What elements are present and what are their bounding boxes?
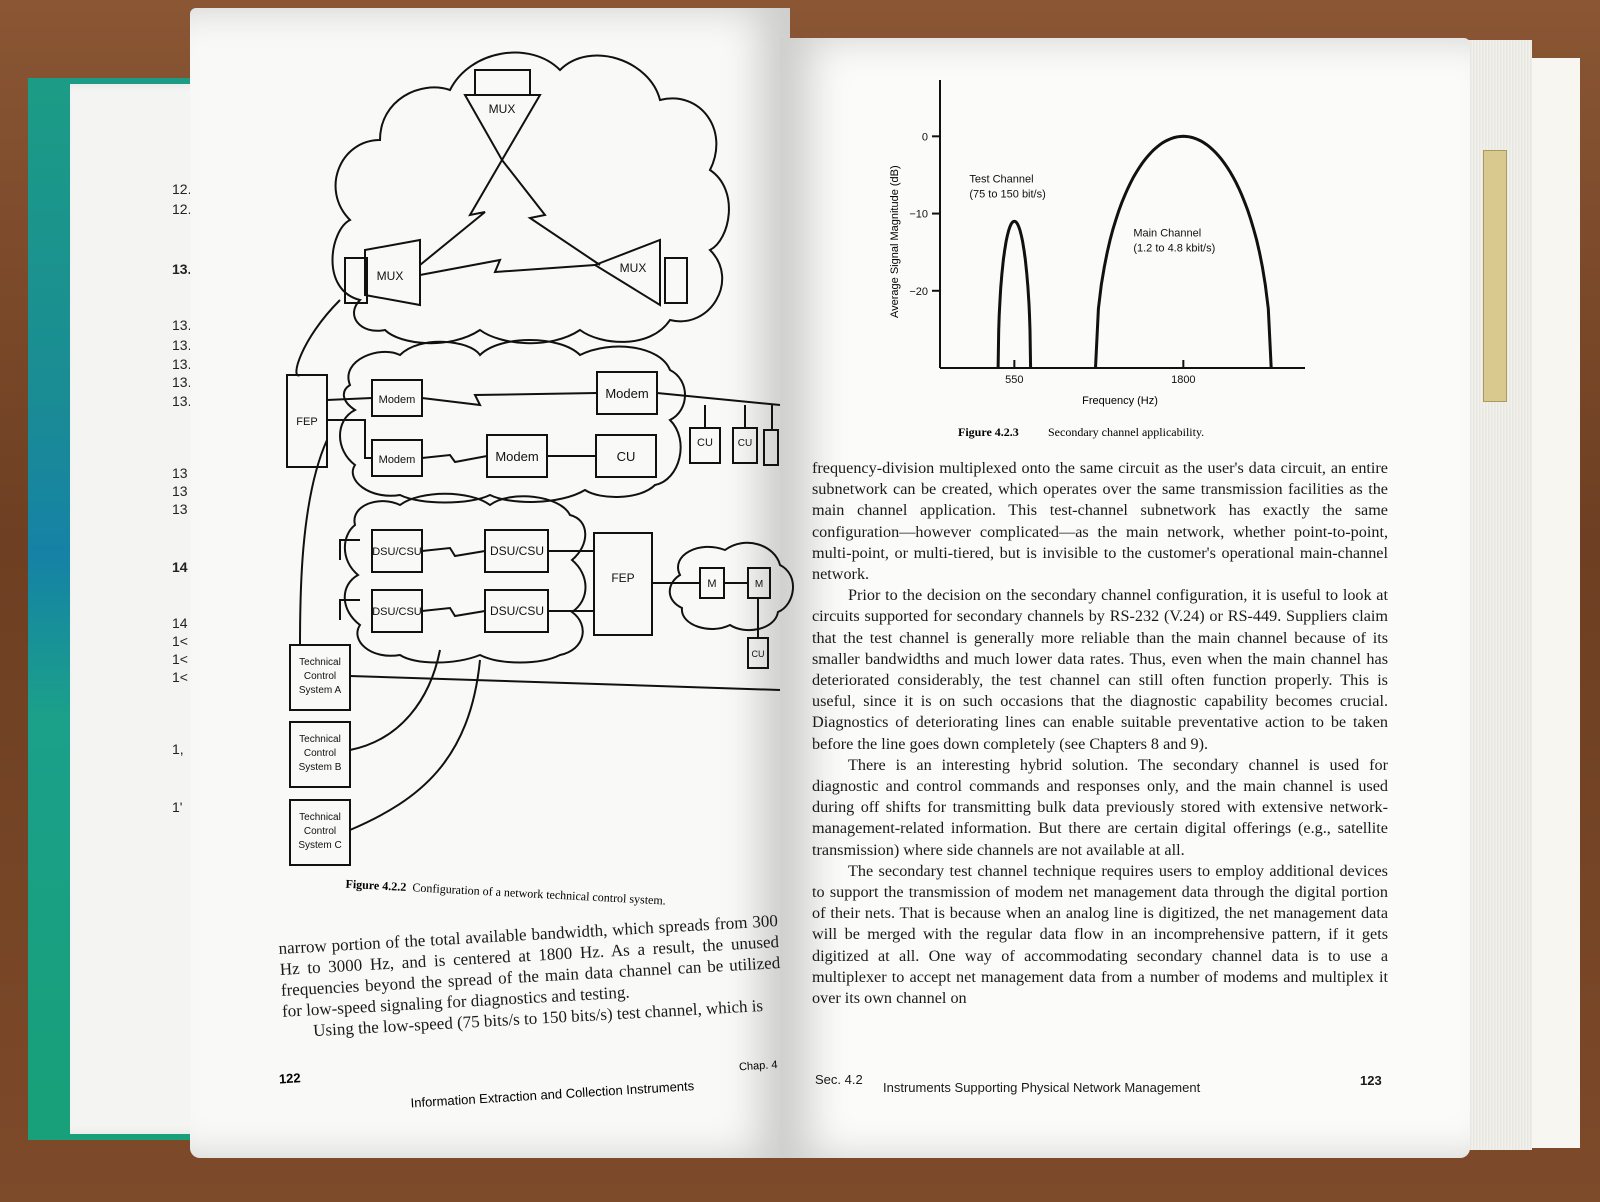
toc-chapter-number: 1, [172,741,184,757]
page-number-left: 122 [278,1070,301,1086]
mux-left [364,238,421,307]
modem-label: Modem [605,386,648,401]
toc-chapter-number: 1< [172,651,188,667]
tcs-a-line2: Control [304,671,336,682]
toc-chapter-number: 13. [172,393,192,409]
toc-chapter-number: 1' [172,799,183,815]
modem-label: Modem [379,394,416,406]
toc-chapter-number: 13. [172,356,192,372]
figure-number-left: Figure 4.2.2 [345,877,406,894]
figure-number-right: Figure 4.2.3 [958,425,1019,439]
dsu-csu-label: DSU/CSU [490,544,544,558]
test-channel-sublabel: (75 to 150 bit/s) [969,189,1045,201]
tcs-b-line3: System B [299,762,342,773]
m-label: M [707,578,716,590]
toc-chapter-number: 13. [172,317,192,333]
right-paragraph: frequency-division multiplexed onto the … [812,459,1388,584]
toc-chapter-number: 1< [172,633,188,649]
tcs-b-line2: Control [304,748,336,759]
fep-right-label: FEP [611,571,634,585]
main-channel-curve [1094,134,1273,369]
fep-left-label: FEP [296,416,317,428]
toc-chapter-number: 13. [172,261,192,277]
x-axis-label: Frequency (Hz) [1082,395,1158,407]
toc-chapter-number: 14 [172,559,188,575]
toc-chapter-number: 14 [172,615,188,631]
chapter-tag: Chap. 4 [739,1059,778,1073]
modem-label: Modem [379,454,416,466]
cloud-top [331,51,730,345]
toc-chapter-number: 13. [172,374,192,390]
mux-top-label: MUX [489,102,516,116]
toc-chapter-number: 13 [172,501,188,517]
toc-chapter-number: 13 [172,465,188,481]
y-tick-label: −10 [909,209,928,221]
cloud-dsu [343,492,587,664]
x-tick-label: 550 [1005,374,1023,386]
y-tick-label: 0 [922,131,928,143]
tcs-c-line1: Technical [299,812,341,823]
right-paragraph: The secondary test channel technique req… [812,861,1388,1008]
dsu-csu-label: DSU/CSU [372,606,422,618]
cu-label: CU [697,437,713,449]
toc-chapter-number: 12. [172,181,192,197]
toc-chapter-number: 13 [172,483,188,499]
dsu-csu-label: DSU/CSU [490,604,544,618]
cloud-remote [668,541,794,632]
toc-chapter-number: 12. [172,201,192,217]
toc-chapter-number: 1< [172,669,188,685]
x-tick-label: 1800 [1171,374,1195,386]
page-number-right: 123 [1360,1073,1382,1088]
tcs-c-line2: Control [304,826,336,837]
cloud-modem [339,339,686,504]
m-label: M [755,579,763,590]
bookmark-tab [1483,150,1507,402]
cu-label: CU [617,449,636,464]
tcs-a-line1: Technical [299,657,341,668]
tcs-c-line3: System C [298,840,341,851]
y-axis-label: Average Signal Magnitude (dB) [889,165,901,318]
right-paragraph: Prior to the decision on the secondary c… [812,586,1388,753]
toc-chapter-number: 13. [172,337,192,353]
modem-label: Modem [495,449,538,464]
main-channel-label: Main Channel [1133,228,1201,240]
dsu-csu-label: DSU/CSU [372,546,422,558]
section-tag: Sec. 4.2 [815,1072,863,1087]
cu-label: CU [752,649,765,659]
mux-right [592,238,661,307]
main-channel-sublabel: (1.2 to 4.8 kbit/s) [1133,243,1215,255]
tcs-b-line1: Technical [299,734,341,745]
mux-right-label: MUX [620,261,647,275]
right-paragraph: There is an interesting hybrid solution.… [812,755,1388,859]
right-page [780,38,1470,1158]
cu-label: CU [738,438,752,449]
figure-caption-right: Secondary channel applicability. [1048,425,1204,439]
tcs-a-line3: System A [299,685,342,696]
y-tick-label: −20 [909,286,928,298]
test-channel-label: Test Channel [969,174,1033,186]
mux-left-label: MUX [377,269,404,283]
running-footer-right: Instruments Supporting Physical Network … [883,1080,1201,1095]
test-channel-curve [996,219,1033,369]
right-page-body: frequency-division multiplexed onto the … [812,458,1388,1009]
